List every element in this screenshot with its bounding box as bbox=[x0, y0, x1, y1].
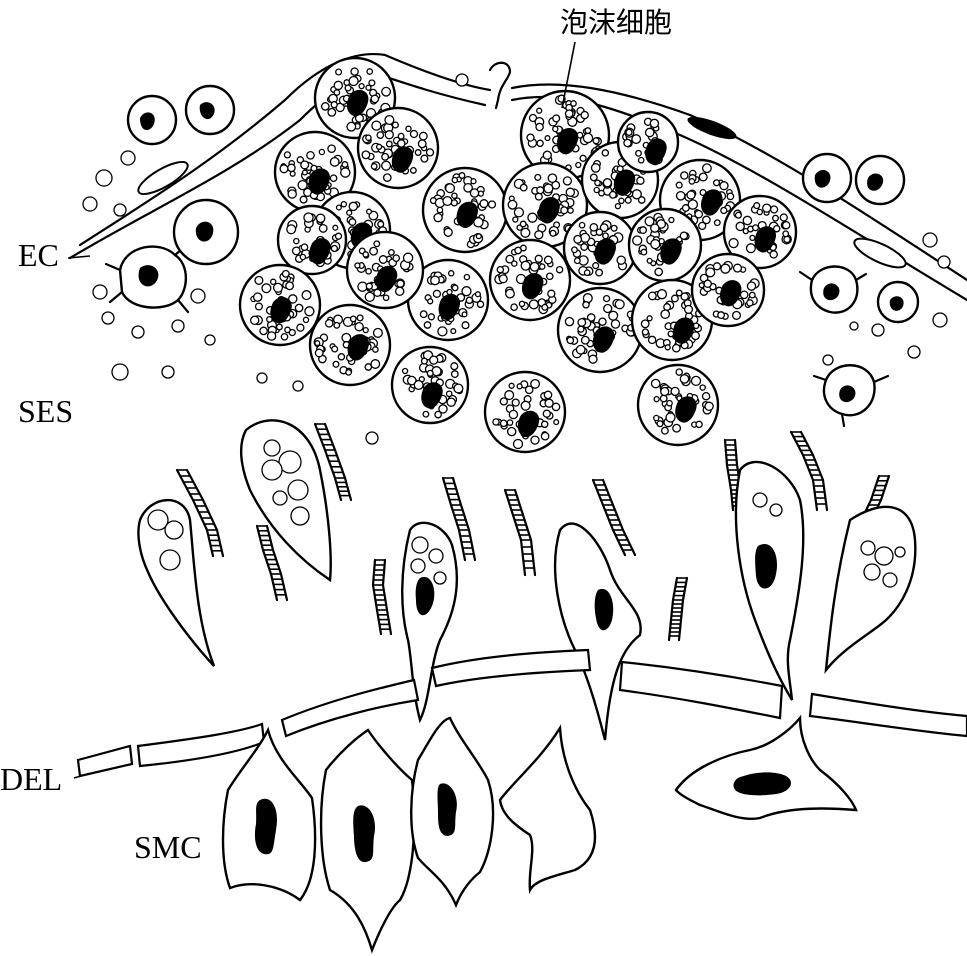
collagen-fiber bbox=[789, 430, 829, 512]
foam-cell bbox=[636, 363, 720, 447]
collagen-fiber bbox=[371, 558, 393, 636]
collagen-fiber bbox=[441, 476, 477, 562]
collagen-fiber bbox=[503, 488, 537, 577]
foam-cell bbox=[627, 207, 703, 283]
foam-cell bbox=[501, 161, 589, 249]
foam-cell bbox=[630, 278, 714, 362]
migrating-smc bbox=[137, 419, 917, 741]
label-smc: SMC bbox=[134, 829, 202, 865]
collagen-fiber bbox=[591, 478, 637, 557]
elastic-lamina bbox=[76, 648, 967, 778]
lumen-cells bbox=[82, 73, 951, 269]
collagen-fiber bbox=[255, 524, 289, 602]
foam-cell bbox=[519, 89, 611, 181]
foam-cell bbox=[356, 106, 440, 190]
label-del: DEL bbox=[0, 761, 62, 797]
foam-cell-cluster bbox=[238, 56, 798, 454]
label-ses: SES bbox=[18, 393, 73, 429]
collagen-fiber bbox=[667, 576, 689, 642]
macrophages bbox=[92, 198, 948, 445]
foam-cell bbox=[276, 204, 348, 276]
collagen-fiber bbox=[313, 422, 353, 502]
foam-cell bbox=[345, 230, 425, 310]
foam-cell bbox=[722, 194, 798, 270]
foam-cell bbox=[562, 210, 638, 286]
foam-cell bbox=[483, 370, 567, 454]
foam-cell bbox=[308, 303, 392, 387]
label-ec: EC bbox=[18, 237, 59, 273]
medial-smc bbox=[221, 714, 858, 954]
foam-cell bbox=[556, 286, 644, 374]
foam-cell bbox=[390, 345, 470, 425]
collagen-fiber bbox=[175, 468, 225, 558]
leader-lines bbox=[67, 41, 576, 779]
foam-cell bbox=[690, 252, 766, 328]
foam-cell bbox=[238, 263, 322, 347]
label-foam-cell: 泡沫细胞 bbox=[560, 6, 672, 39]
foam-cell bbox=[616, 110, 680, 174]
foam-cell bbox=[421, 166, 509, 254]
foam-cell bbox=[488, 238, 572, 322]
